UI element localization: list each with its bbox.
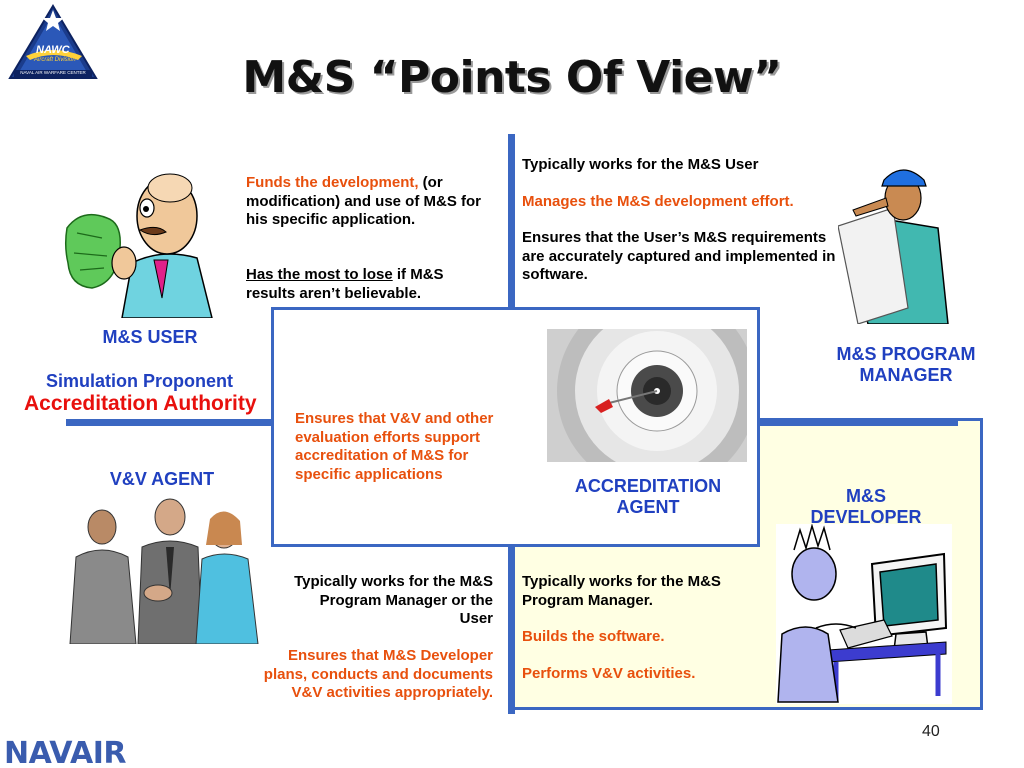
dev-role-line1: M&S bbox=[846, 486, 886, 506]
aa-role-line1: ACCREDITATION bbox=[574, 476, 722, 496]
pm-works-for: Typically works for the M&S User bbox=[522, 156, 759, 173]
vv-ensures: Ensures that M&S Developer plans, conduc… bbox=[263, 647, 493, 701]
nawc-logo: NAWC Aircraft Division NAVAL AIR WARFARE… bbox=[8, 4, 98, 80]
navair-footer-logo: NAVAIR bbox=[4, 736, 126, 768]
user-risk-text: if M&S results aren’t believable. bbox=[246, 266, 444, 302]
dev-performs-vv: Performs V&V activities. bbox=[522, 664, 696, 682]
logo-caption: NAVAL AIR WARFARE CENTER bbox=[20, 70, 86, 75]
vv-works-for: Typically works for the M&S Program Mana… bbox=[294, 573, 493, 627]
pm-role-line2: MANAGER bbox=[859, 365, 953, 385]
user-risk-underlined: Has the most to lose bbox=[246, 266, 393, 283]
target-image bbox=[547, 329, 747, 462]
role-vv-agent: V&V AGENT bbox=[109, 469, 215, 489]
dev-role-line2: DEVELOPER bbox=[810, 507, 922, 527]
page-title: M&S “Points Of View” bbox=[242, 52, 782, 103]
user-illustration bbox=[62, 168, 222, 319]
developer-illustration bbox=[776, 523, 952, 704]
role-accreditation-agent: ACCREDITATION AGENT bbox=[556, 476, 740, 518]
dev-builds: Builds the software. bbox=[522, 628, 665, 645]
user-funds-highlight: Funds the development, bbox=[246, 174, 419, 191]
developer-description: Typically works for the M&S Program Mana… bbox=[522, 573, 772, 683]
role-ms-program-manager: M&S PROGRAM MANAGER bbox=[822, 344, 990, 386]
logo-subtext: Aircraft Division bbox=[34, 57, 76, 63]
pm-role-line1: M&S PROGRAM bbox=[836, 344, 976, 364]
pm-description: Typically works for the M&S User Manages… bbox=[522, 156, 842, 285]
accreditation-authority-label: Accreditation Authority bbox=[24, 392, 257, 415]
simulation-proponent-label: Simulation Proponent bbox=[46, 371, 233, 391]
user-funds-text: (or modification) and use of M&S for his… bbox=[246, 174, 481, 228]
role-ms-user: M&S USER bbox=[102, 327, 198, 347]
dev-works-for: Typically works for the M&S Program Mana… bbox=[522, 573, 721, 609]
role-ms-developer: M&S DEVELOPER bbox=[786, 486, 946, 528]
program-manager-illustration bbox=[837, 158, 950, 325]
user-description: Funds the development, (or modification)… bbox=[246, 174, 486, 230]
aa-role-line2: AGENT bbox=[616, 497, 680, 517]
pm-ensures: Ensures that the User’s M&S requirements… bbox=[522, 229, 836, 283]
vv-agent-illustration bbox=[66, 497, 264, 645]
logo-text: NAWC bbox=[36, 44, 70, 56]
accreditation-agent-description: Ensures that V&V and other evaluation ef… bbox=[295, 410, 494, 483]
pm-manages: Manages the M&S development effort. bbox=[522, 192, 794, 210]
user-risk: Has the most to lose if M&S results aren… bbox=[246, 266, 486, 303]
page-number: 40 bbox=[922, 723, 940, 740]
